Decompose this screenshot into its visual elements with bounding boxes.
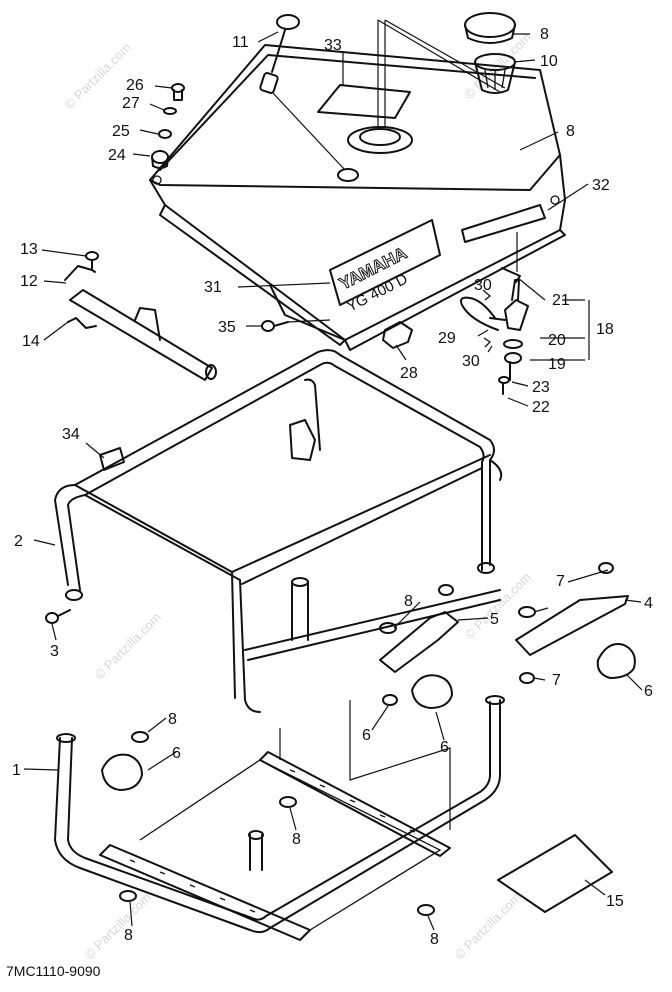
callout-30-lower: 30 xyxy=(462,353,480,370)
callout-6-right: 6 xyxy=(644,683,653,700)
callout-16: 10 xyxy=(540,53,558,70)
fuel-gauge xyxy=(259,14,346,171)
filler-cap xyxy=(464,12,516,44)
callout-labels: 11 33 8 10 8 32 26 27 25 24 13 12 14 31 … xyxy=(12,26,653,948)
callout-2: 2 xyxy=(14,533,23,550)
diagram-code: 7MC1110-9090 xyxy=(6,963,101,979)
callout-1: 1 xyxy=(12,762,21,779)
callout-19: 19 xyxy=(548,356,566,373)
watermark: © Partzilla.com xyxy=(452,890,525,963)
callout-8-mid: 8 xyxy=(404,593,413,610)
tank-cushion xyxy=(382,321,413,349)
callout-4: 4 xyxy=(644,595,653,612)
engine-mounts xyxy=(101,562,636,916)
callout-11: 13 xyxy=(20,241,38,258)
callout-28: 28 xyxy=(400,365,418,382)
callout-3: 3 xyxy=(50,643,59,660)
callout-8-bottom-left: 8 xyxy=(124,927,133,944)
callout-31: 31 xyxy=(204,279,222,296)
callout-5: 5 xyxy=(490,611,499,628)
callout-24: 24 xyxy=(108,147,126,164)
leader-lines xyxy=(23,31,643,931)
callout-32: 32 xyxy=(592,177,610,194)
callout-18: 18 xyxy=(596,321,614,338)
tank-bracket xyxy=(64,251,217,381)
callout-33: 33 xyxy=(324,37,342,54)
callout-13: 15 xyxy=(606,893,624,910)
callout-8-floor: 8 xyxy=(292,831,301,848)
watermark: © Partzilla.com xyxy=(92,610,165,683)
callout-8-left: 8 xyxy=(168,711,177,728)
callout-35: 35 xyxy=(218,319,236,336)
callout-8-right: 7 xyxy=(556,573,565,590)
callout-14: 8 xyxy=(566,123,575,140)
callout-29: 29 xyxy=(438,330,456,347)
caution-decal xyxy=(99,447,125,471)
callout-26: 26 xyxy=(126,77,144,94)
upper-frame xyxy=(54,349,503,713)
callout-7-mid: 6 xyxy=(362,727,371,744)
callout-10: 12 xyxy=(20,273,38,290)
lower-frame xyxy=(54,695,505,941)
callout-6-mid: 6 xyxy=(440,739,449,756)
tank-label-plate: YAMAHA YG 400 D xyxy=(329,219,441,316)
frame-bolt xyxy=(45,609,71,624)
callout-12: 14 xyxy=(22,333,40,350)
callout-30-upper: 30 xyxy=(474,277,492,294)
fastener-stack xyxy=(151,83,185,169)
fuel-cock-assembly xyxy=(460,232,529,395)
callout-22: 22 xyxy=(532,399,550,416)
callout-7-right: 7 xyxy=(552,672,561,689)
callout-17: 11 xyxy=(232,34,249,51)
callout-15: 8 xyxy=(540,26,549,43)
callout-23: 23 xyxy=(532,379,550,396)
frame-decal xyxy=(497,834,613,913)
callout-34: 34 xyxy=(62,426,80,443)
callout-6-left: 6 xyxy=(172,745,181,762)
callout-21: 21 xyxy=(552,292,570,309)
callout-20: 20 xyxy=(548,332,566,349)
watermarks: © Partzilla.com © Partzilla.com © Partzi… xyxy=(62,30,535,963)
watermark: © Partzilla.com xyxy=(82,890,155,963)
callout-25: 25 xyxy=(112,123,130,140)
callout-27: 27 xyxy=(122,95,140,112)
callout-8-bottom-right: 8 xyxy=(430,931,439,948)
